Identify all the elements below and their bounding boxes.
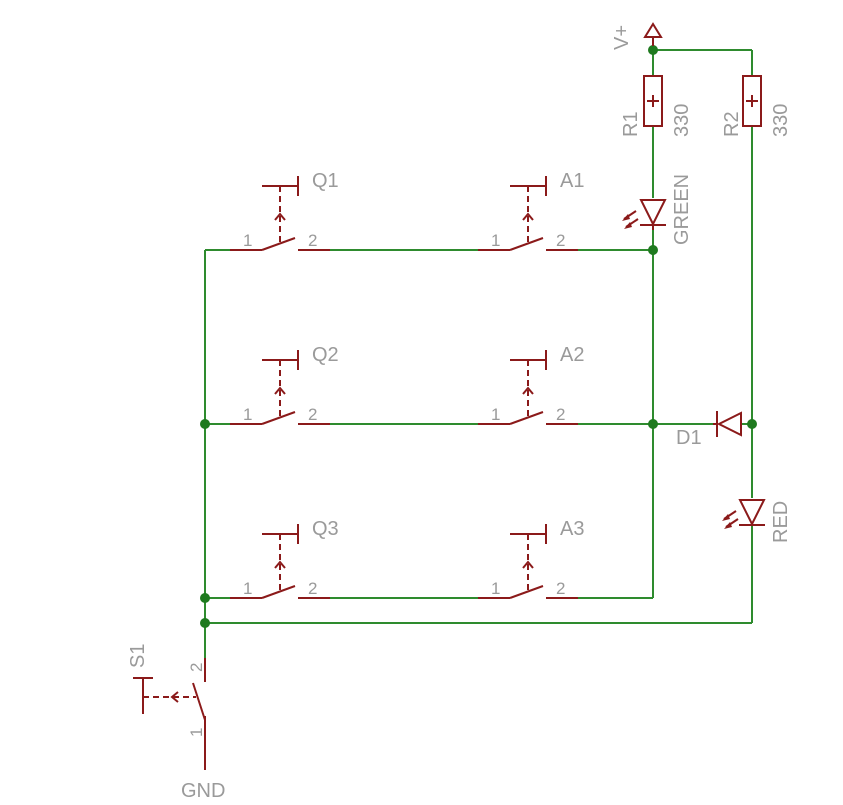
switch-a2: 1 2 A2 [478,344,584,425]
switch-s1-pin1: 1 [187,728,206,737]
switch-a3: 1 2 A3 [478,518,584,599]
switch-q1-pin1: 1 [243,231,252,250]
switch-a3-pin1: 1 [491,579,500,598]
led-green-label: GREEN [671,174,693,245]
resistor-r2: R2 330 [721,75,792,137]
r2-value-label: 330 [770,104,792,137]
switch-s1: 2 1 S1 [127,644,206,770]
switch-q1: 1 2 Q1 [230,170,339,251]
switch-q1-pin2: 2 [308,231,317,250]
wires [204,44,753,658]
led-red-label: RED [770,501,792,543]
switch-a1-label: A1 [560,170,584,192]
switch-q3-label: Q3 [312,518,339,540]
switch-s1-pin2: 2 [187,663,206,672]
switch-s1-label: S1 [127,644,149,668]
switch-a2-label: A2 [560,344,584,366]
switch-a3-pin2: 2 [556,579,565,598]
switch-a2-pin2: 2 [556,405,565,424]
switch-a3-label: A3 [560,518,584,540]
diode-label: D1 [676,427,702,449]
supply-label: V+ [611,25,633,50]
ground-symbol: GND [181,780,225,802]
switch-q2-pin1: 1 [243,405,252,424]
r1-value-label: 330 [671,104,693,137]
r2-name-label: R2 [721,111,743,137]
led-green: GREEN [622,174,693,245]
r1-name-label: R1 [620,111,642,137]
switch-a2-pin1: 1 [491,405,500,424]
switch-q2-pin2: 2 [308,405,317,424]
junctions [200,45,757,628]
led-red: RED [722,499,792,543]
switch-a1-pin1: 1 [491,231,500,250]
switch-a1-pin2: 2 [556,231,565,250]
switch-q3: 1 2 Q3 [230,518,339,599]
supply-symbol: V+ [611,22,663,50]
switch-a1: 1 2 A1 [478,170,584,251]
switch-q3-pin2: 2 [308,579,317,598]
diode-d1: D1 [676,411,742,449]
switch-q1-label: Q1 [312,170,339,192]
ground-label: GND [181,780,225,802]
switch-q2: 1 2 Q2 [230,344,339,425]
switch-q3-pin1: 1 [243,579,252,598]
switch-q2-label: Q2 [312,344,339,366]
resistor-r1: R1 330 [620,75,693,137]
